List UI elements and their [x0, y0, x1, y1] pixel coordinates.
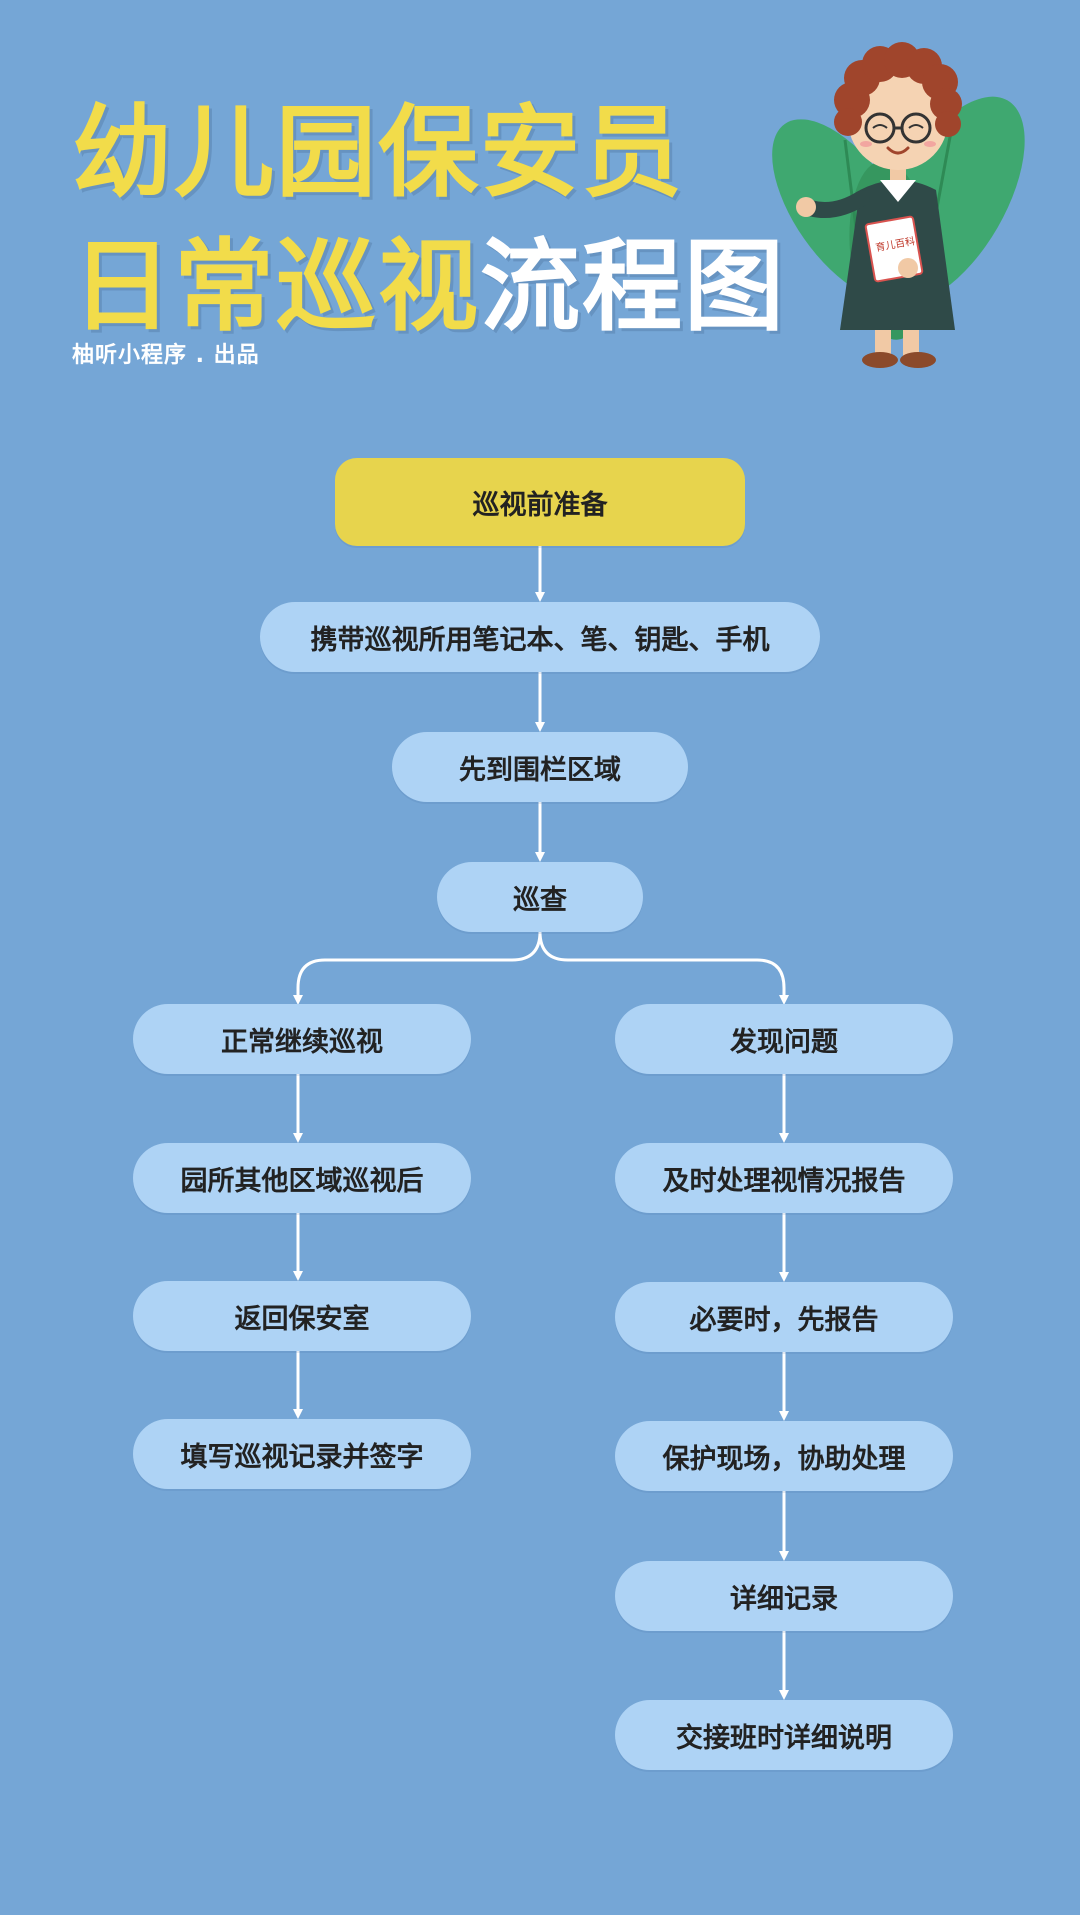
- title-line-2-white: 流程图: [480, 228, 786, 345]
- credit-text: 柚听小程序 . 出品: [72, 343, 260, 368]
- node-right-4: 保护现场，协助处理: [615, 1421, 953, 1491]
- node-right-6: 交接班时详细说明: [615, 1700, 953, 1770]
- node-right-3: 必要时，先报告: [615, 1282, 953, 1352]
- teacher-illustration: 育儿百科: [772, 42, 1025, 368]
- node-step3: 巡查: [437, 862, 643, 932]
- node-left-3: 返回保安室: [133, 1281, 471, 1351]
- node-right-5: 详细记录: [615, 1561, 953, 1631]
- node-step2: 先到围栏区域: [392, 732, 688, 802]
- title-line-2: 日常巡视流程图: [72, 232, 786, 342]
- title-line-1: 幼儿园保安员: [72, 94, 684, 211]
- arrow-step3-to-right: [538, 931, 789, 1005]
- node-right-2: 及时处理视情况报告: [615, 1143, 953, 1213]
- node-right-1: 发现问题: [615, 1004, 953, 1074]
- node-start: 巡视前准备: [335, 458, 745, 546]
- arrow-step3-to-left: [293, 931, 542, 1005]
- node-step1: 携带巡视所用笔记本、笔、钥匙、手机: [260, 602, 820, 672]
- node-left-4: 填写巡视记录并签字: [133, 1419, 471, 1489]
- node-left-1: 正常继续巡视: [133, 1004, 471, 1074]
- teacher-figure: 育儿百科: [796, 42, 962, 368]
- node-left-2: 园所其他区域巡视后: [133, 1143, 471, 1213]
- title-line-2-yellow: 日常巡视: [72, 228, 480, 345]
